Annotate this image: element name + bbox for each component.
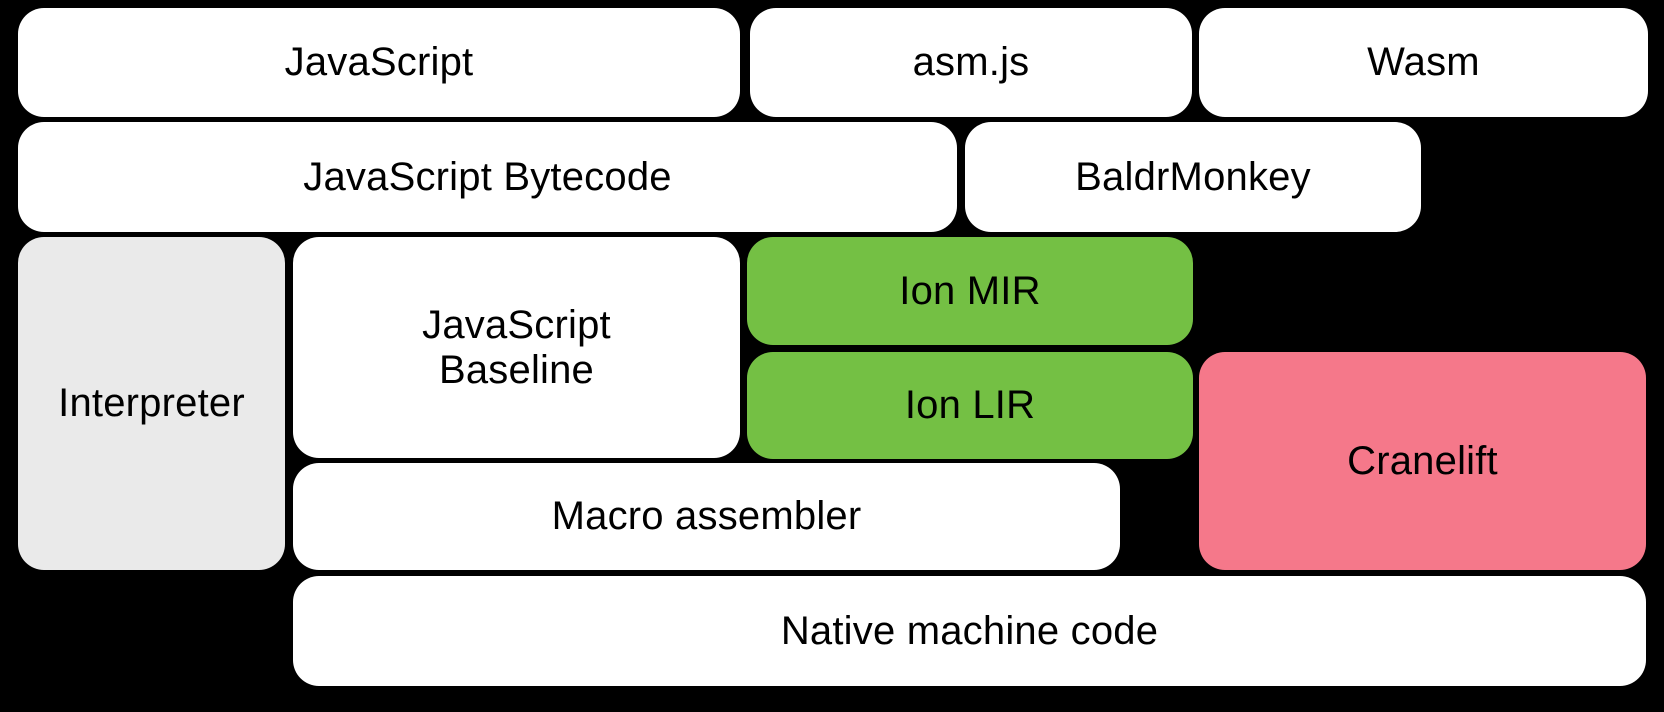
node-interpreter[interactable]: Interpreter — [18, 237, 285, 570]
node-cranelift[interactable]: Cranelift — [1199, 352, 1646, 570]
node-baldrmonkey[interactable]: BaldrMonkey — [965, 122, 1421, 232]
node-asm-js[interactable]: asm.js — [750, 8, 1192, 117]
node-macro-assembler[interactable]: Macro assembler — [293, 463, 1120, 570]
node-wasm[interactable]: Wasm — [1199, 8, 1648, 117]
node-javascript-baseline[interactable]: JavaScript Baseline — [293, 237, 740, 458]
node-ion-mir[interactable]: Ion MIR — [747, 237, 1193, 345]
node-native-machine-code[interactable]: Native machine code — [293, 576, 1646, 686]
node-ion-lir[interactable]: Ion LIR — [747, 352, 1193, 459]
node-javascript[interactable]: JavaScript — [18, 8, 740, 117]
node-javascript-bytecode[interactable]: JavaScript Bytecode — [18, 122, 957, 232]
